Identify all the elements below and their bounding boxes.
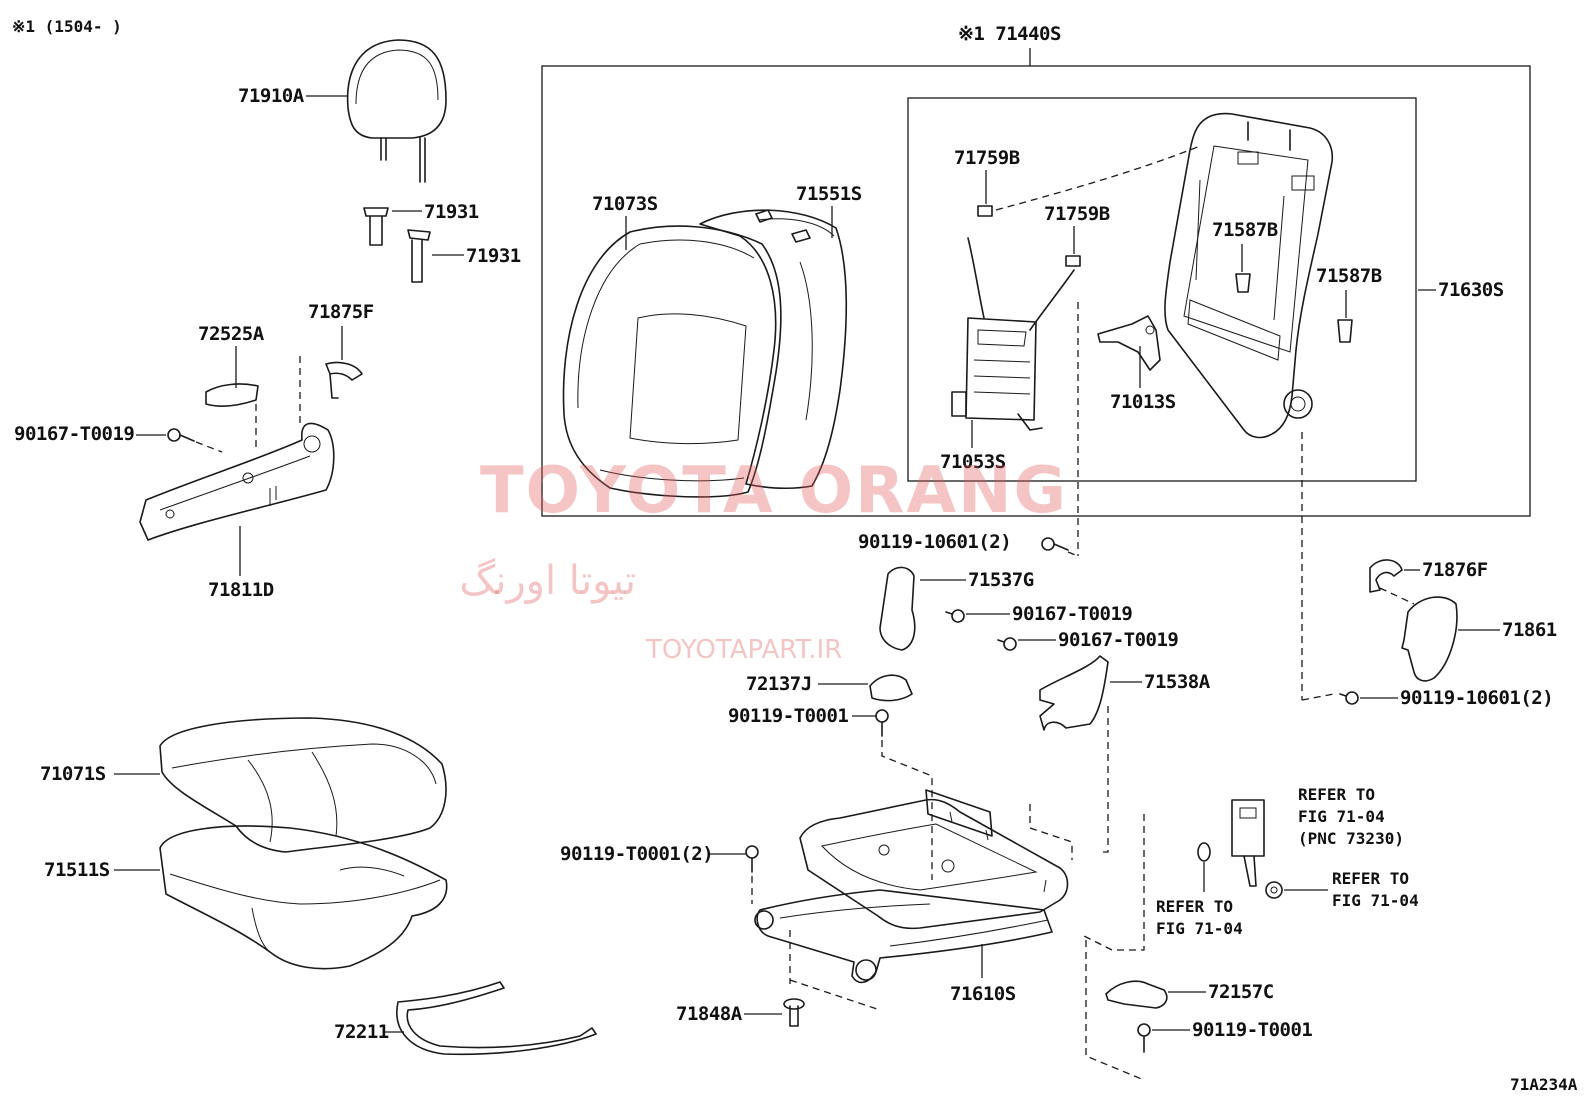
- bracket-71538A-part: [1039, 655, 1109, 731]
- clip-71587B-center: [1235, 273, 1251, 293]
- refer-note-1-line-1: REFER TO: [1298, 785, 1375, 804]
- label-71848A: 71848A: [676, 1003, 743, 1025]
- seatback-frame-part: [1164, 112, 1334, 439]
- label-90119-T0001-2: 90119-T0001(2): [560, 843, 713, 865]
- label-71931-upper: 71931: [424, 201, 479, 223]
- figure-code: 71A234A: [1510, 1075, 1578, 1094]
- label-72157C: 72157C: [1208, 981, 1274, 1003]
- label-71587B-center: 71587B: [1212, 219, 1278, 241]
- wire-72211-part: [396, 981, 597, 1056]
- seatback-pad-part: [699, 209, 848, 489]
- label-71861: 71861: [1502, 619, 1557, 641]
- seat-frame-track-part: [754, 789, 1069, 984]
- label-71759B-lower: 71759B: [1044, 203, 1110, 225]
- screw-90167-center-2: [997, 637, 1017, 651]
- label-72137J: 72137J: [746, 673, 812, 695]
- side-cover-71861-part: [1401, 596, 1458, 682]
- seatback-frame-box: [907, 97, 1417, 482]
- seat-cushion-pad-part: [159, 825, 448, 970]
- lumbar-support-part: [951, 237, 1075, 431]
- label-90167-T0019-center-2: 90167-T0019: [1058, 629, 1178, 651]
- label-72211: 72211: [334, 1021, 389, 1043]
- label-71537G: 71537G: [968, 569, 1034, 591]
- label-71876F: 71876F: [1422, 559, 1488, 581]
- label-71811D: 71811D: [208, 579, 274, 601]
- bolt-90119-T0001-center: [875, 709, 889, 737]
- watermark-persian: تیوتا اورنگ: [459, 558, 636, 604]
- backrest-assembly-box: [541, 65, 1531, 517]
- refer-note-2-line-2: FIG 71-04: [1332, 891, 1419, 910]
- lever-knob-part: [205, 383, 259, 407]
- bolt-90119-T0001-right: [1137, 1023, 1151, 1053]
- label-71013S: 71013S: [1110, 391, 1176, 413]
- bolt-90119-T0001-track: [745, 845, 759, 873]
- clip-71759B-lower: [1065, 255, 1081, 267]
- headrest-part: [346, 39, 447, 183]
- washer-center-part: [1197, 842, 1211, 862]
- label-90119-T0001-right: 90119-T0001: [1192, 1019, 1312, 1041]
- bolt-90119-10601-center: [1041, 537, 1069, 551]
- label-71610S: 71610S: [950, 983, 1016, 1005]
- label-71587B-right: 71587B: [1316, 265, 1382, 287]
- refer-note-1-line-2: FIG 71-04: [1298, 807, 1385, 826]
- headrest-guide-part-2: [407, 229, 431, 283]
- label-90167-T0019-left: 90167-T0019: [14, 423, 134, 445]
- clip-71587B-right: [1337, 319, 1353, 343]
- label-90119-10601-right: 90119-10601(2): [1400, 687, 1553, 709]
- refer-note-3-line-2: FIG 71-04: [1156, 919, 1243, 938]
- nut-right-part: [1265, 881, 1283, 899]
- label-71875F: 71875F: [308, 301, 374, 323]
- recliner-bracket-part: [1097, 315, 1161, 371]
- label-71071S: 71071S: [40, 763, 106, 785]
- label-71931-lower: 71931: [466, 245, 521, 267]
- group-label-71440S: ※1 71440S: [958, 23, 1061, 45]
- label-72525A: 72525A: [198, 323, 265, 345]
- seat-cushion-cover-part: [159, 717, 447, 853]
- label-90167-T0019-center-1: 90167-T0019: [1012, 603, 1132, 625]
- label-71053S: 71053S: [940, 451, 1006, 473]
- refer-note-3-line-1: REFER TO: [1156, 897, 1233, 916]
- headrest-guide-part-1: [363, 207, 389, 246]
- screw-90167-center-1: [945, 609, 965, 623]
- label-90119-10601-center: 90119-10601(2): [858, 531, 1011, 553]
- label-90119-T0001-center: 90119-T0001: [728, 705, 848, 727]
- recliner-cover-71876F-part: [1369, 559, 1403, 593]
- header-note: ※1 (1504- ): [12, 17, 122, 36]
- watermark-brand: TOYOTA ORANG: [480, 454, 1068, 528]
- label-71511S: 71511S: [44, 859, 110, 881]
- refer-note-2-line-1: REFER TO: [1332, 869, 1409, 888]
- label-71759B-upper: 71759B: [954, 147, 1020, 169]
- cover-72137J-part: [869, 674, 913, 702]
- label-71073S: 71073S: [592, 193, 658, 215]
- label-71630S: 71630S: [1438, 279, 1504, 301]
- watermark-url: TOYOTAPART.IR: [645, 635, 842, 665]
- bolt-71848A-part: [783, 998, 805, 1027]
- seat-belt-buckle-part: [1231, 799, 1265, 887]
- recliner-cover-part: [325, 361, 363, 399]
- cover-72157C-part: [1105, 980, 1168, 1009]
- screw-90167-left: [167, 428, 195, 442]
- clip-71759B-upper: [977, 205, 993, 217]
- label-71910A: 71910A: [238, 85, 305, 107]
- refer-note-1-line-3: (PNC 73230): [1298, 829, 1404, 848]
- lever-71537G-part: [879, 566, 916, 651]
- bolt-90119-10601-right: [1339, 691, 1359, 705]
- seat-side-shield-part: [139, 422, 335, 541]
- label-71551S: 71551S: [796, 183, 862, 205]
- label-71538A: 71538A: [1144, 671, 1211, 693]
- seatback-cover-part: [562, 225, 782, 498]
